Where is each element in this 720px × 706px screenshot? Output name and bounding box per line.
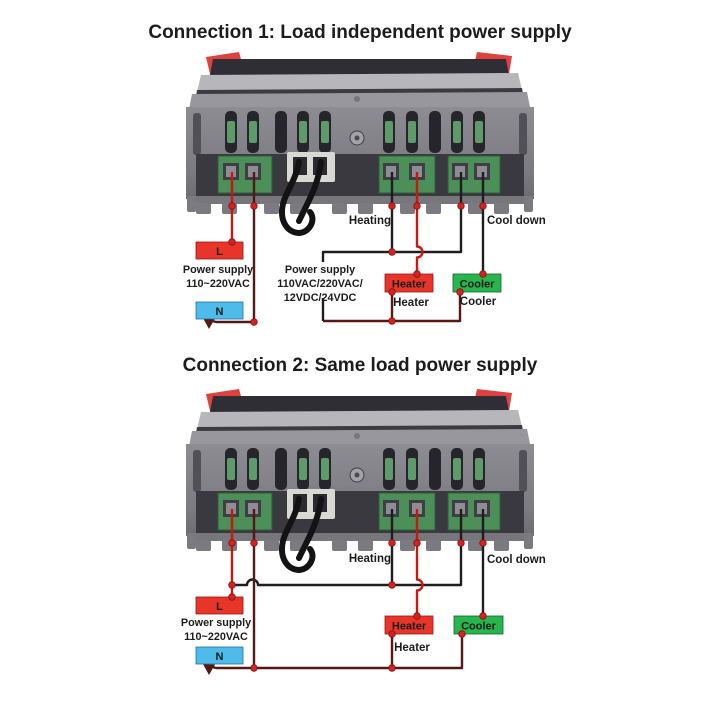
- heater-box-text: Heater: [392, 621, 427, 633]
- power-supply-label: Power supply: [181, 617, 251, 629]
- n-terminal-box: [195, 301, 244, 320]
- heater-caption: Heater: [394, 642, 430, 654]
- cooler-caption: Cooler: [460, 296, 497, 308]
- power-supply-label: Power supply: [183, 264, 253, 276]
- load-power-voltage-1: 110VAC/220VAC/: [277, 278, 362, 290]
- connection-1-diagram: Connection 1: Load independent power sup…: [148, 22, 572, 329]
- cool-down-label: Cool down: [487, 554, 546, 566]
- wire-heat-out-hop: [415, 509, 424, 616]
- connection-2-diagram: Connection 2: Same load power supply L N…: [181, 355, 546, 675]
- cooler-box-text: Cooler: [460, 279, 496, 291]
- l-terminal-box: [195, 596, 244, 615]
- text-backdrop: [272, 262, 368, 298]
- cool-down-label: Cool down: [487, 215, 546, 227]
- connection-1-title: Connection 1: Load independent power sup…: [148, 22, 572, 43]
- cooler-box-text: Cooler: [461, 621, 497, 633]
- wire-load-return: [323, 292, 462, 323]
- heating-label: Heating: [349, 215, 391, 227]
- heater-caption: Heater: [393, 297, 429, 309]
- cooler-box: [452, 273, 502, 293]
- connection-2-title: Connection 2: Same load power supply: [183, 355, 538, 376]
- heater-box: [384, 615, 434, 635]
- l-terminal-text: L: [216, 601, 223, 613]
- load-power-label: Power supply: [285, 264, 355, 276]
- arrowhead-to-n: [203, 318, 215, 329]
- power-supply-voltage: 110~220VAC: [186, 278, 250, 290]
- wire-heat-out-hop: [415, 172, 424, 274]
- junction-dots: [228, 202, 487, 326]
- arrowhead-to-n: [203, 664, 215, 675]
- n-terminal-text: N: [216, 306, 224, 318]
- l-terminal-text: L: [216, 246, 223, 258]
- power-supply-voltage: 110~220VAC: [184, 631, 248, 643]
- cooler-box: [453, 615, 504, 635]
- n-terminal-box: [195, 646, 244, 665]
- heater-box: [384, 273, 434, 293]
- wire-cool-common: [392, 172, 463, 254]
- heating-label: Heating: [349, 553, 391, 565]
- junction-dots: [228, 539, 487, 672]
- load-power-voltage-2: 12VDC/24VDC: [284, 292, 357, 304]
- n-terminal-text: N: [216, 651, 224, 663]
- l-terminal-box: [195, 241, 244, 260]
- heater-box-text: Heater: [392, 279, 427, 291]
